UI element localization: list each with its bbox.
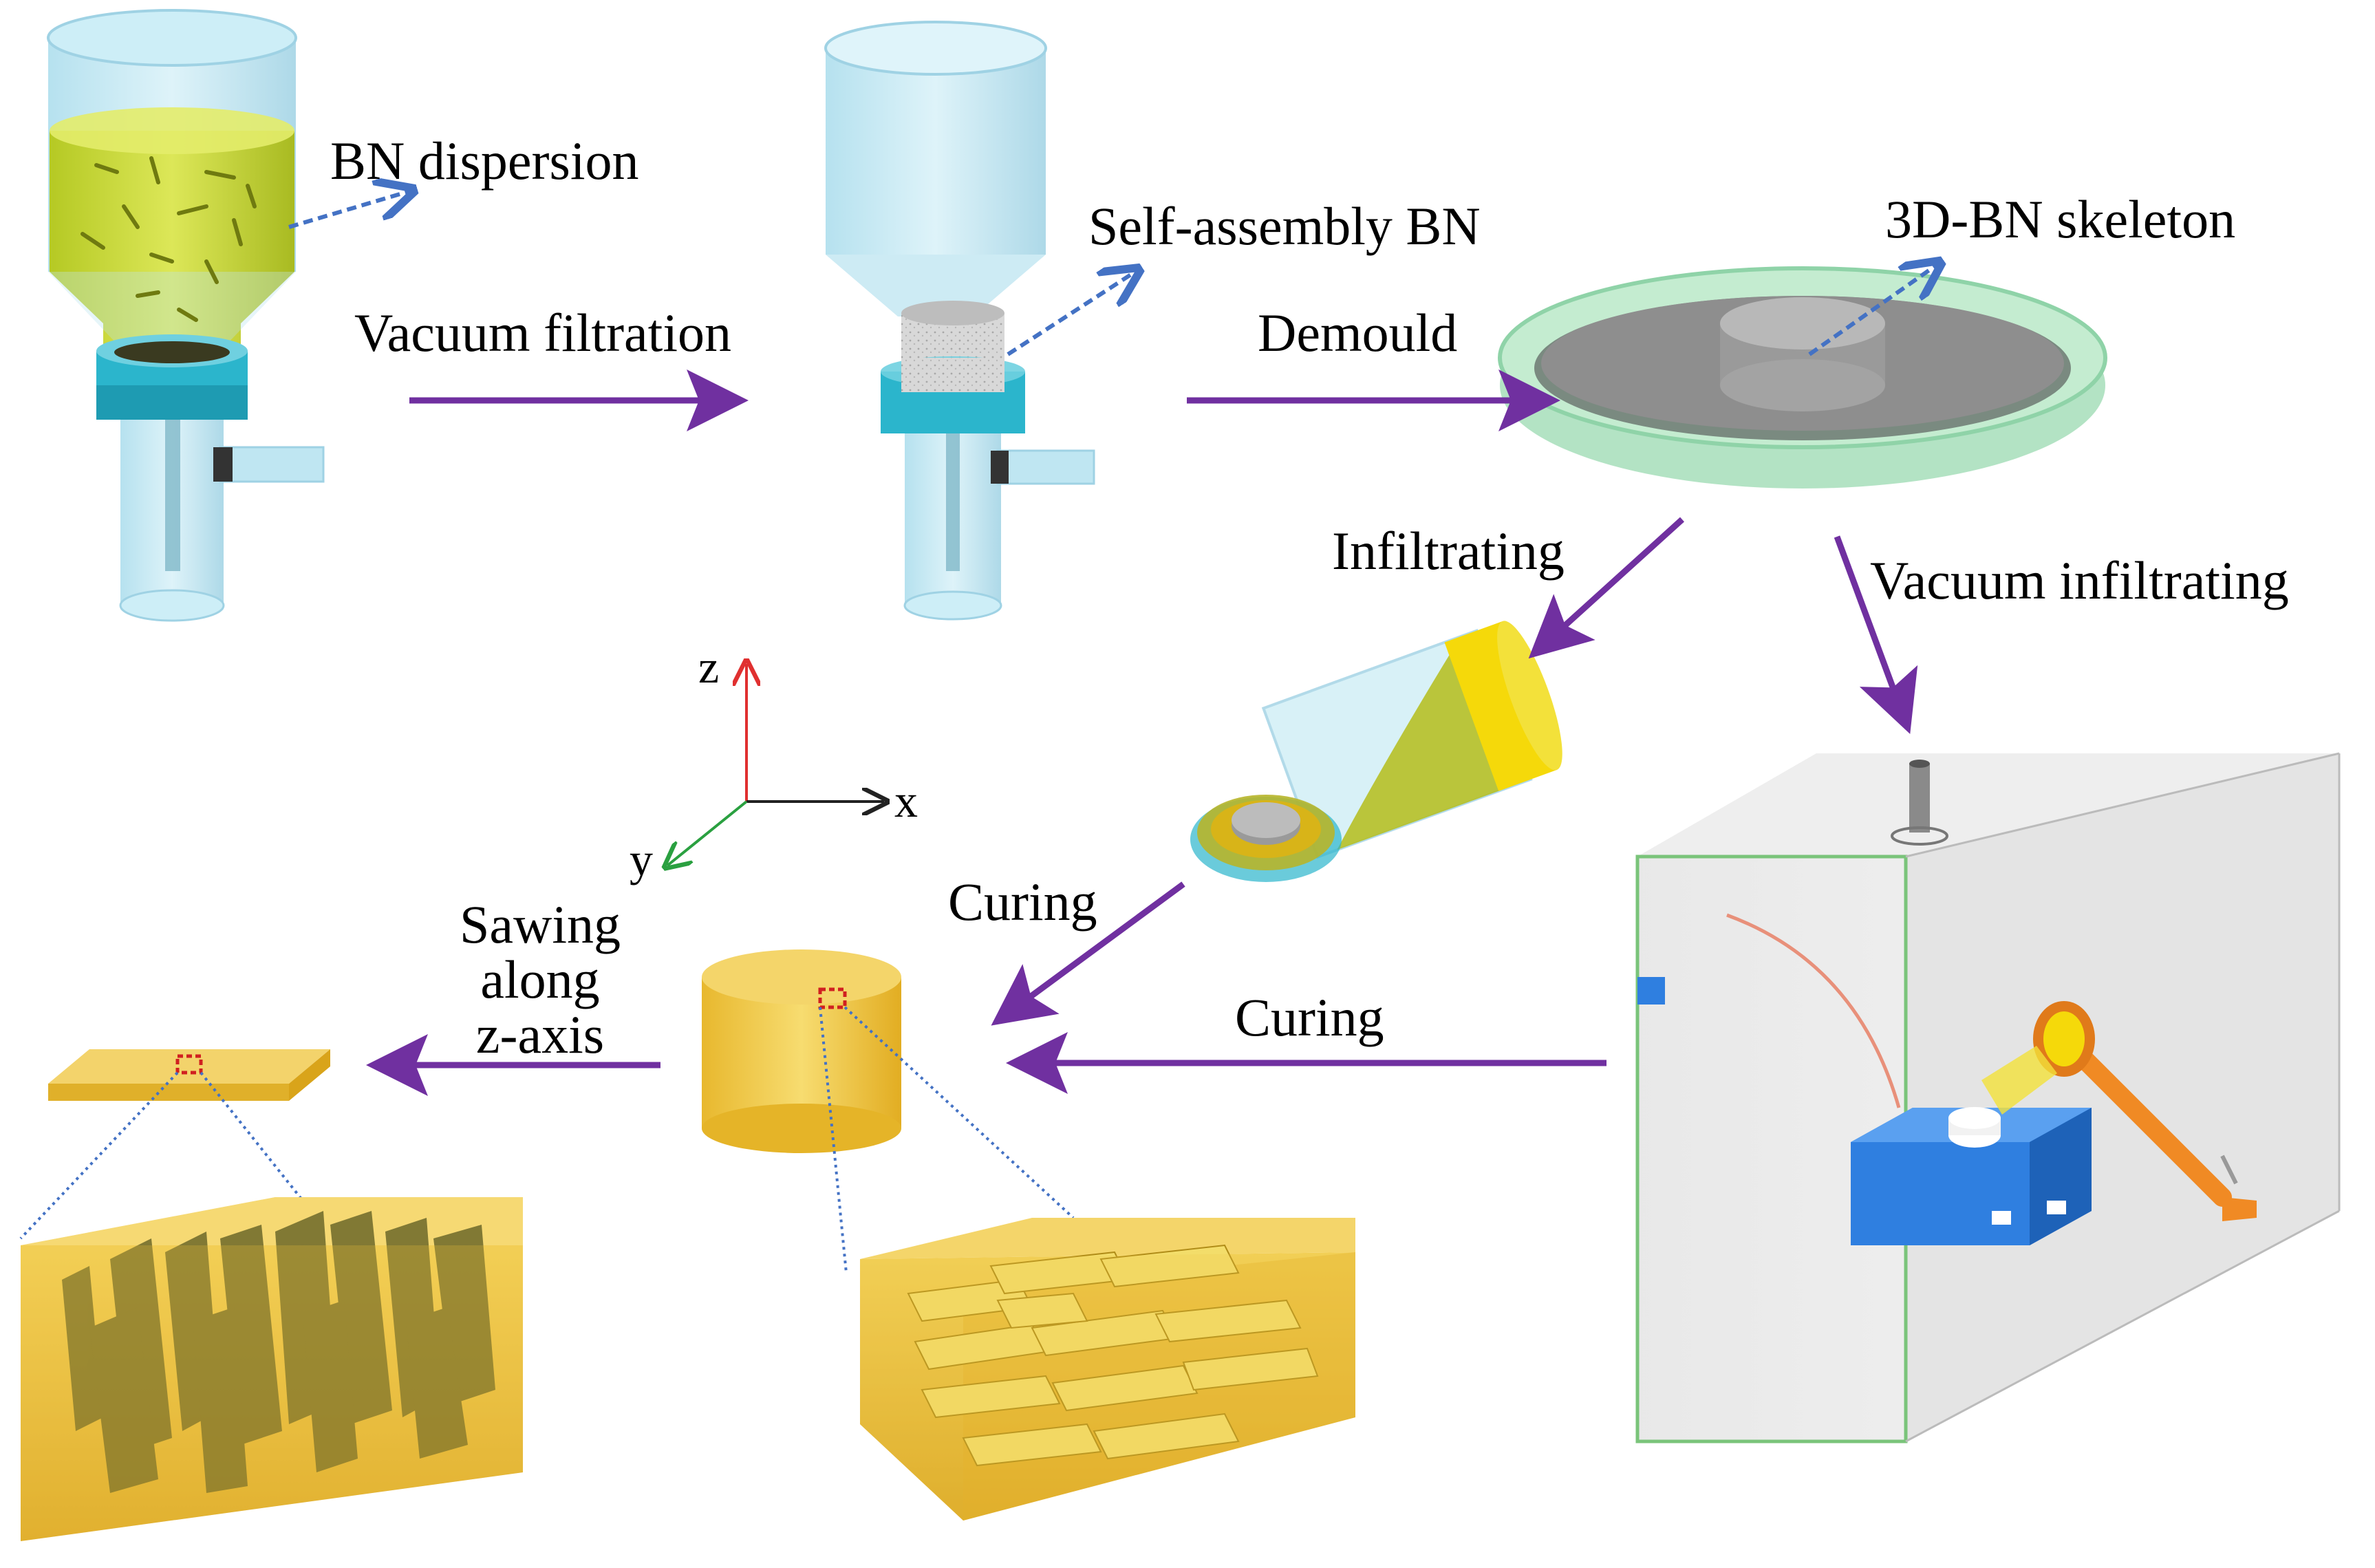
coordinate-axes bbox=[667, 664, 884, 866]
label-bn-dispersion: BN dispersion bbox=[330, 131, 639, 191]
arrow-infiltrating bbox=[1528, 517, 1685, 659]
axis-label-y: y bbox=[630, 833, 653, 885]
zoom-marker-cylinder bbox=[818, 987, 847, 1009]
arrow-vacuum-infiltrating bbox=[1834, 535, 1918, 734]
axis-label-z: z bbox=[698, 641, 720, 693]
vacuum-infiltrating-chamber bbox=[1635, 752, 2341, 1443]
label-infiltrating: Infiltrating bbox=[1332, 521, 1565, 581]
cured-composite-cylinder bbox=[702, 949, 901, 1153]
filtration-funnel-with-dispersion bbox=[47, 9, 325, 622]
label-sawing-line-1: Sawing bbox=[460, 894, 621, 954]
label-self-assembly-bn: Self-assembly BN bbox=[1088, 196, 1481, 256]
label-vacuum-infiltrating: Vacuum infiltrating bbox=[1870, 550, 2289, 610]
label-sawing-line-2: along bbox=[480, 949, 600, 1009]
zoom-marker-slab bbox=[175, 1054, 203, 1075]
label-vacuum-filtration: Vacuum filtration bbox=[354, 303, 732, 363]
petri-dish-with-3d-bn-skeleton bbox=[1498, 266, 2107, 488]
pointer-arrows bbox=[288, 191, 1937, 356]
label-sawing-line-3: z-axis bbox=[475, 1005, 605, 1064]
label-3d-bn-skeleton: 3D-BN skeleton bbox=[1885, 189, 2236, 249]
filtration-funnel-with-self-assembled-bn bbox=[824, 21, 1095, 621]
horizontally-stacked-composite-block bbox=[860, 1218, 1355, 1521]
pointer-bn-dispersion bbox=[288, 191, 409, 229]
arrow-curing-left bbox=[991, 881, 1185, 1026]
pointer-self-assembly-bn bbox=[1007, 272, 1135, 356]
process-arrows bbox=[366, 369, 1918, 1096]
infiltrating-pour-setup bbox=[1190, 621, 1562, 882]
label-curing-right: Curing bbox=[1235, 987, 1384, 1047]
zoom-lines bbox=[19, 1006, 1075, 1274]
label-demould: Demould bbox=[1258, 303, 1458, 363]
label-curing-left: Curing bbox=[948, 872, 1097, 932]
y-axis-arrow bbox=[667, 800, 748, 866]
vertically-aligned-composite-block bbox=[21, 1197, 523, 1541]
axis-label-x: x bbox=[894, 775, 918, 827]
pointer-3d-bn-skeleton bbox=[1808, 265, 1937, 356]
sawn-slab bbox=[48, 1049, 330, 1101]
